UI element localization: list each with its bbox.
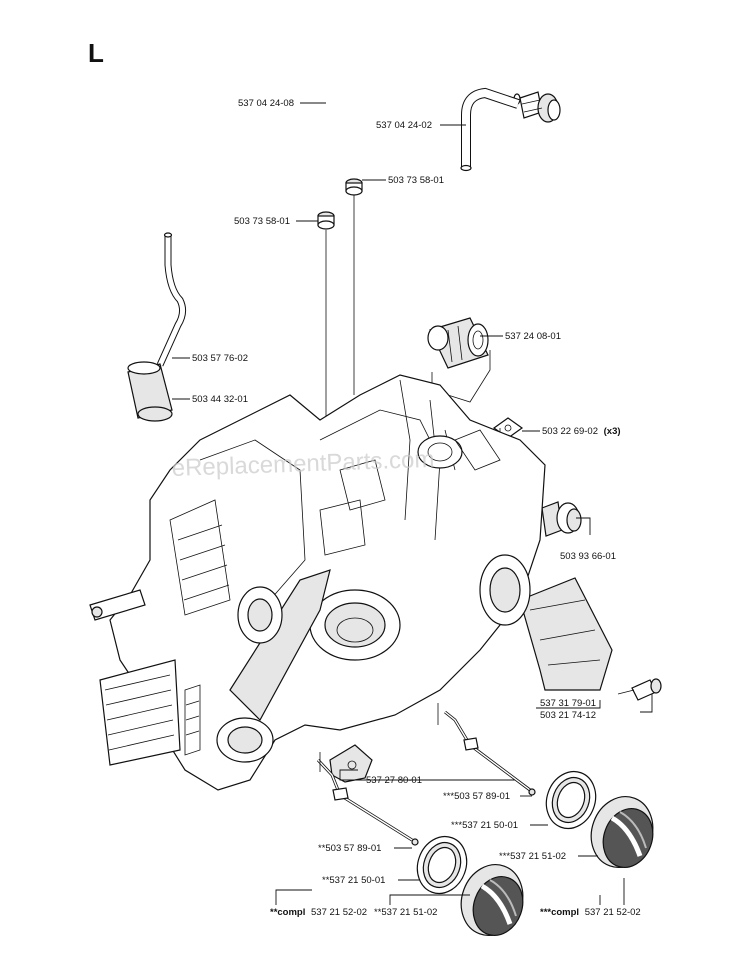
screw-right <box>617 678 662 701</box>
label-compl-left: **compl 537 21 52-02 <box>270 907 367 918</box>
label-screw-2: 503 21 74-12 <box>540 710 596 721</box>
gasket-right <box>545 770 597 830</box>
label-bracket: 537 27 80-01 <box>366 775 422 786</box>
primer-bulb-right <box>541 501 582 537</box>
label-compl-left-number: 537 21 52-02 <box>311 907 367 918</box>
deflector-plate <box>519 577 613 691</box>
fuel-hose-short <box>460 87 520 172</box>
label-compl-left-prefix: **compl <box>270 907 305 918</box>
section-letter: L <box>88 38 104 68</box>
intake-boot <box>427 317 489 369</box>
label-gasket-right: ***537 21 50-01 <box>451 820 518 831</box>
label-intake-boot: 537 24 08-01 <box>505 331 561 342</box>
label-nut-qty: (x3) <box>604 426 621 437</box>
label-line-left: **503 57 89-01 <box>318 843 381 854</box>
label-nut: 503 22 69-02 (x3) <box>542 426 621 437</box>
pickup-line-left <box>316 752 419 846</box>
grommet-upper <box>345 178 363 395</box>
crankcase <box>89 374 546 791</box>
label-line-right: ***503 57 89-01 <box>443 791 510 802</box>
fuel-pickup-hose <box>156 232 187 367</box>
primer-bulb-top <box>519 91 561 123</box>
label-nut-number: 503 22 69-02 <box>542 426 598 437</box>
label-cap-right: ***537 21 51-02 <box>499 851 566 862</box>
label-grommet-lower: 503 73 58-01 <box>234 216 290 227</box>
label-screw-1: 537 31 79-01 <box>540 698 596 709</box>
label-pickup-hose: 503 57 76-02 <box>192 353 248 364</box>
grommet-lower <box>317 211 335 420</box>
label-compl-right-prefix: ***compl <box>540 907 579 918</box>
label-grommet-upper: 503 73 58-01 <box>388 175 444 186</box>
pickup-line-right <box>437 703 536 796</box>
cap-left <box>460 864 524 936</box>
gasket-left <box>416 835 468 895</box>
label-compl-right-number: 537 21 52-02 <box>585 907 641 918</box>
label-fuel-filter: 503 44 32-01 <box>192 394 248 405</box>
leader-lines <box>172 102 653 905</box>
fuel-filter <box>127 361 173 422</box>
cap-right <box>590 796 654 868</box>
label-hose-long: 537 04 24-08 <box>238 98 294 109</box>
label-compl-right: ***compl 537 21 52-02 <box>540 907 641 918</box>
label-primer-bulb: 503 93 66-01 <box>560 551 616 562</box>
label-hose-short: 537 04 24-02 <box>376 120 432 131</box>
label-gasket-left: **537 21 50-01 <box>322 875 385 886</box>
label-cap-left: **537 21 51-02 <box>374 907 437 918</box>
